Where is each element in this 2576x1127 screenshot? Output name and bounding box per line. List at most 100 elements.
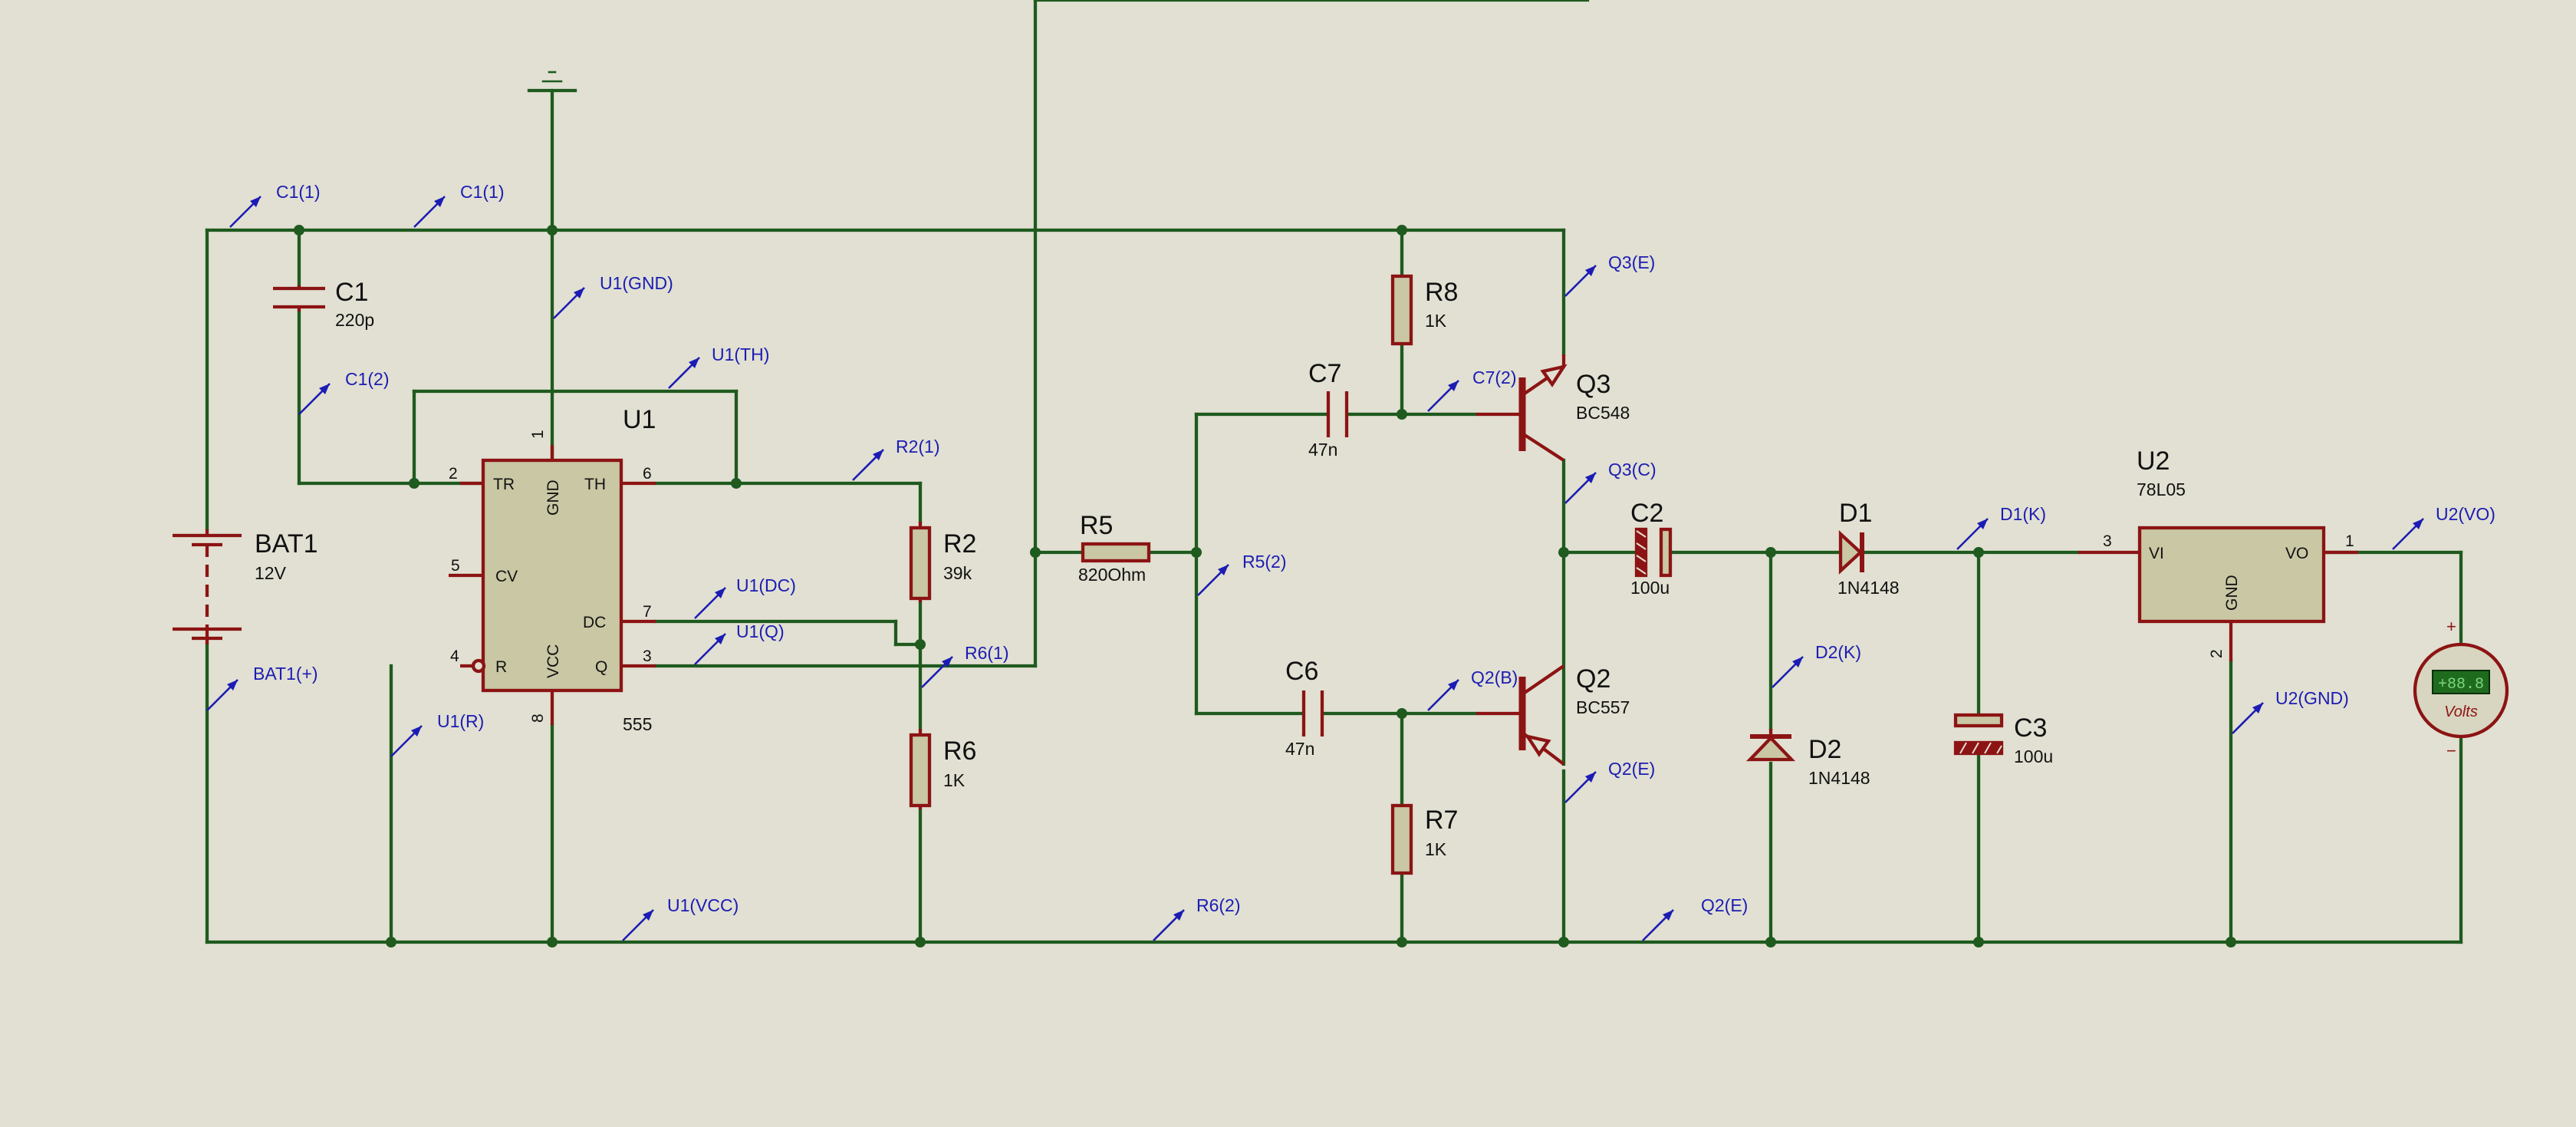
probe-r6-2-label: R6(2) [1196, 895, 1241, 915]
u1-type: 555 [623, 714, 652, 734]
probe[interactable]: U2(GND) [2232, 688, 2349, 734]
probe[interactable]: D1(K) [1956, 504, 2046, 550]
battery-bat1[interactable]: BAT1 12V [173, 529, 318, 644]
probe-c1-1a-label: C1(1) [276, 182, 321, 202]
u2-pin-vi: VI [2149, 545, 2164, 562]
resistor-r2[interactable]: R2 39k [909, 522, 976, 602]
q2-ref: Q2 [1576, 664, 1610, 694]
ic-u1-555[interactable]: TR TH CV DC R Q GND VCC 1 2 3 4 5 6 7 8 … [449, 405, 656, 734]
transistor-q3[interactable]: Q3 BC548 [1476, 354, 1630, 462]
r2-ref: R2 [943, 529, 976, 559]
probe-c7-2-label: C7(2) [1472, 367, 1517, 387]
q2-value: BC557 [1576, 697, 1630, 717]
probe[interactable]: U1(GND) [553, 273, 673, 319]
probe[interactable]: U1(TH) [668, 344, 769, 389]
probe[interactable]: Q3(C) [1564, 460, 1656, 504]
junction [915, 639, 926, 650]
r6-value: 1K [943, 770, 966, 790]
probe-q2-b-label: Q2(B) [1471, 667, 1518, 687]
resistor-r7[interactable]: R7 1K [1390, 803, 1458, 875]
probe[interactable]: R6(1) [921, 643, 1009, 688]
u1-pinnum-4: 4 [450, 648, 459, 665]
u1-ref: U1 [623, 405, 656, 434]
probe-bat1-plus-label: BAT1(+) [253, 664, 318, 684]
resistor-r6[interactable]: R6 1K [909, 729, 976, 809]
voltmeter[interactable]: +88.8 Volts + − [2413, 617, 2509, 760]
c3-value: 100u [2014, 746, 2053, 766]
probe[interactable]: C7(2) [1427, 367, 1517, 412]
u1-pin-cv: CV [495, 568, 518, 585]
u1-pinnum-8: 8 [529, 713, 547, 723]
resistor-r5[interactable]: R5 820Ohm [1078, 511, 1151, 585]
probe-u2-vo-label: U2(VO) [2436, 504, 2495, 524]
c2-value: 100u [1630, 578, 1670, 598]
diode-d1[interactable]: D1 1N4148 [1837, 499, 1900, 598]
probe[interactable]: U1(DC) [694, 575, 796, 619]
u1-pin-tr: TR [493, 476, 515, 493]
bat1-ref: BAT1 [255, 529, 318, 559]
probe[interactable]: BAT1(+) [206, 664, 318, 711]
junction [547, 225, 558, 236]
d1-ref: D1 [1839, 499, 1872, 528]
probe[interactable]: U1(R) [390, 711, 484, 757]
junction [731, 478, 742, 489]
u2-pin-gnd: GND [2223, 575, 2241, 611]
probe[interactable]: C1(1) [229, 182, 321, 228]
probe[interactable]: C1(1) [413, 182, 505, 228]
transistor-q2[interactable]: Q2 BC557 [1476, 664, 1630, 766]
junction [1397, 708, 1407, 719]
junction [409, 478, 419, 489]
u1-pinnum-3: 3 [643, 648, 652, 665]
junction [294, 225, 304, 236]
r8-value: 1K [1425, 311, 1447, 331]
q3-ref: Q3 [1576, 370, 1610, 399]
d2-ref: D2 [1808, 735, 1841, 764]
voltage-probes: C1(1) C1(1) C1(2) U1(GND) U1(TH) R2(1) U… [206, 182, 2495, 941]
probe[interactable]: R6(2) [1153, 895, 1241, 941]
resistor-r8[interactable]: R8 1K [1390, 274, 1458, 346]
u2-pin-vo: VO [2285, 545, 2308, 562]
u1-pinnum-7: 7 [643, 603, 652, 621]
probe-c1-2-label: C1(2) [345, 369, 390, 389]
u1-pinnum-6: 6 [643, 465, 652, 483]
probe[interactable]: Q2(B) [1427, 667, 1518, 711]
junction [1973, 937, 1984, 947]
diode-d2[interactable]: D2 1N4148 [1745, 729, 1870, 788]
ground-icon[interactable] [527, 71, 577, 93]
regulator-u2[interactable]: VI VO GND 1 2 3 U2 78L05 [2078, 447, 2358, 661]
u2-value: 78L05 [2137, 479, 2186, 499]
probe-d1-k-label: D1(K) [2000, 504, 2046, 524]
probe[interactable]: U2(VO) [2392, 504, 2495, 550]
c2-ref: C2 [1630, 499, 1663, 528]
probe[interactable]: D2(K) [1772, 642, 1861, 688]
r6-ref: R6 [943, 737, 976, 766]
capacitor-c2[interactable]: C2 100u [1630, 499, 1673, 598]
probe[interactable]: Q2(E) [1564, 759, 1655, 803]
junction [1765, 547, 1776, 558]
u1-pin-q: Q [595, 658, 607, 676]
probe-u1-vcc-label: U1(VCC) [667, 895, 739, 915]
probe[interactable]: R5(2) [1197, 552, 1287, 596]
u2-ref: U2 [2137, 447, 2170, 476]
capacitor-c6[interactable]: C6 47n [1285, 657, 1324, 759]
probe[interactable]: U1(Q) [694, 621, 785, 665]
junction [1558, 937, 1569, 947]
probe[interactable]: R2(1) [852, 437, 940, 481]
capacitor-c1[interactable]: C1 220p [273, 278, 374, 330]
probe-u1-q-label: U1(Q) [736, 621, 785, 641]
capacitor-c3[interactable]: C3 100u [1953, 713, 2053, 766]
probe[interactable]: Q2(E) [1642, 895, 1748, 941]
junction [1558, 547, 1569, 558]
r2-value: 39k [943, 563, 972, 583]
r5-ref: R5 [1080, 511, 1113, 540]
junction-dots [294, 225, 2236, 947]
capacitor-c7[interactable]: C7 47n [1308, 359, 1349, 460]
c7-ref: C7 [1308, 359, 1341, 388]
probe[interactable]: Q3(E) [1564, 252, 1655, 297]
c7-value: 47n [1308, 440, 1337, 460]
probe-r6-1-label: R6(1) [965, 643, 1009, 663]
probe[interactable]: C1(2) [298, 369, 390, 415]
probe[interactable]: U1(VCC) [622, 895, 739, 941]
